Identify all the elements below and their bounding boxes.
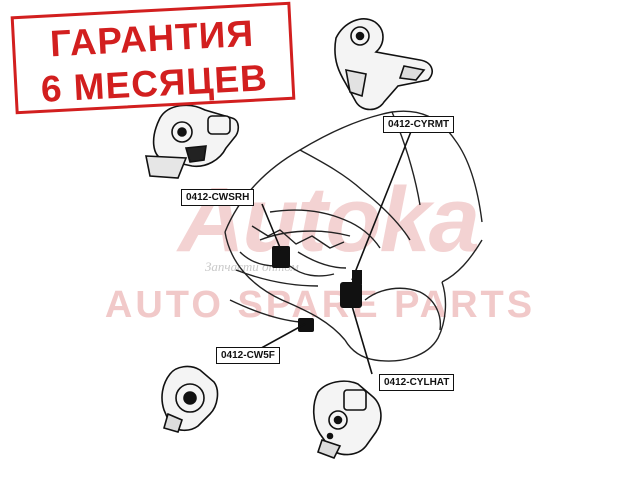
warranty-stamp: ГАРАНТИЯ 6 МЕСЯЦЕВ [10, 1, 296, 115]
watermark-strip: AUTO SPARE PARTS [104, 284, 536, 326]
part-mount-top-left [145, 104, 240, 179]
callout-cw5f: 0412-CW5F [216, 347, 280, 364]
car-mount-right [272, 246, 290, 268]
callout-cylhat: 0412-CYLHAT [379, 374, 455, 391]
callout-cwsrh: 0412-CWSRH [181, 189, 255, 206]
callout-cyrmt: 0412-CYRMT [383, 116, 455, 133]
car-body-outline [224, 110, 483, 362]
part-mount-bottom-right [312, 380, 382, 460]
part-mount-top-right [334, 18, 433, 111]
watermark-logo: Autoka [178, 169, 480, 271]
car-mount-front [298, 318, 314, 332]
part-mount-bottom-left [161, 365, 219, 433]
car-mount-transmission [340, 270, 362, 308]
